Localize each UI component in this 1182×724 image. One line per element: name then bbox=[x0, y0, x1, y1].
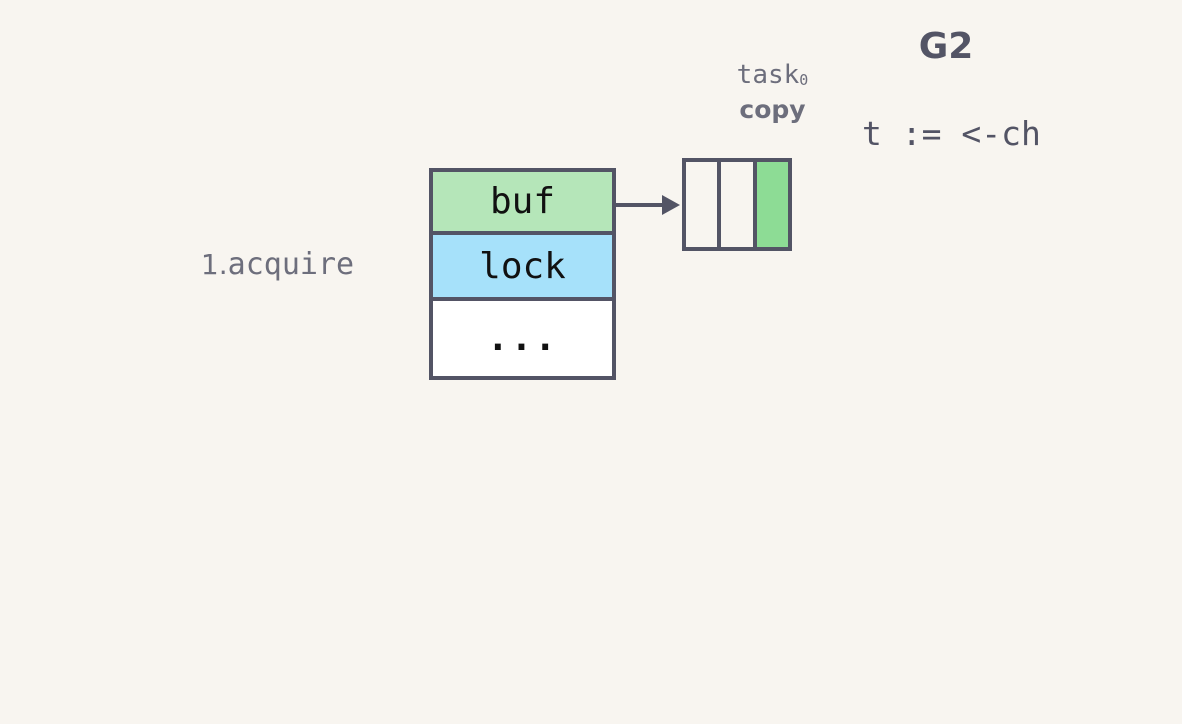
buffer-slot bbox=[686, 162, 722, 247]
task-subscript: 0 bbox=[799, 71, 809, 89]
buffer-slot bbox=[721, 162, 757, 247]
hchan-struct: buf lock ... bbox=[429, 168, 616, 380]
hchan-field-more: ... bbox=[433, 301, 612, 376]
receive-statement: t := <-ch bbox=[862, 114, 1041, 153]
step-text: acquire bbox=[227, 247, 355, 282]
step-label: 1.acquire bbox=[170, 247, 385, 282]
step-number: 1. bbox=[200, 248, 228, 281]
buffer-slot-filled bbox=[756, 162, 788, 247]
hchan-field-lock: lock bbox=[433, 235, 612, 301]
copy-label: copy bbox=[739, 95, 806, 124]
ring-buffer bbox=[682, 158, 792, 251]
task-label: task0 bbox=[700, 60, 845, 90]
hchan-field-buf: buf bbox=[433, 172, 612, 235]
task-name: task bbox=[736, 60, 800, 90]
goroutine-title: G2 bbox=[918, 26, 974, 67]
arrow-head bbox=[662, 195, 680, 215]
buf-pointer-arrow bbox=[612, 195, 680, 215]
